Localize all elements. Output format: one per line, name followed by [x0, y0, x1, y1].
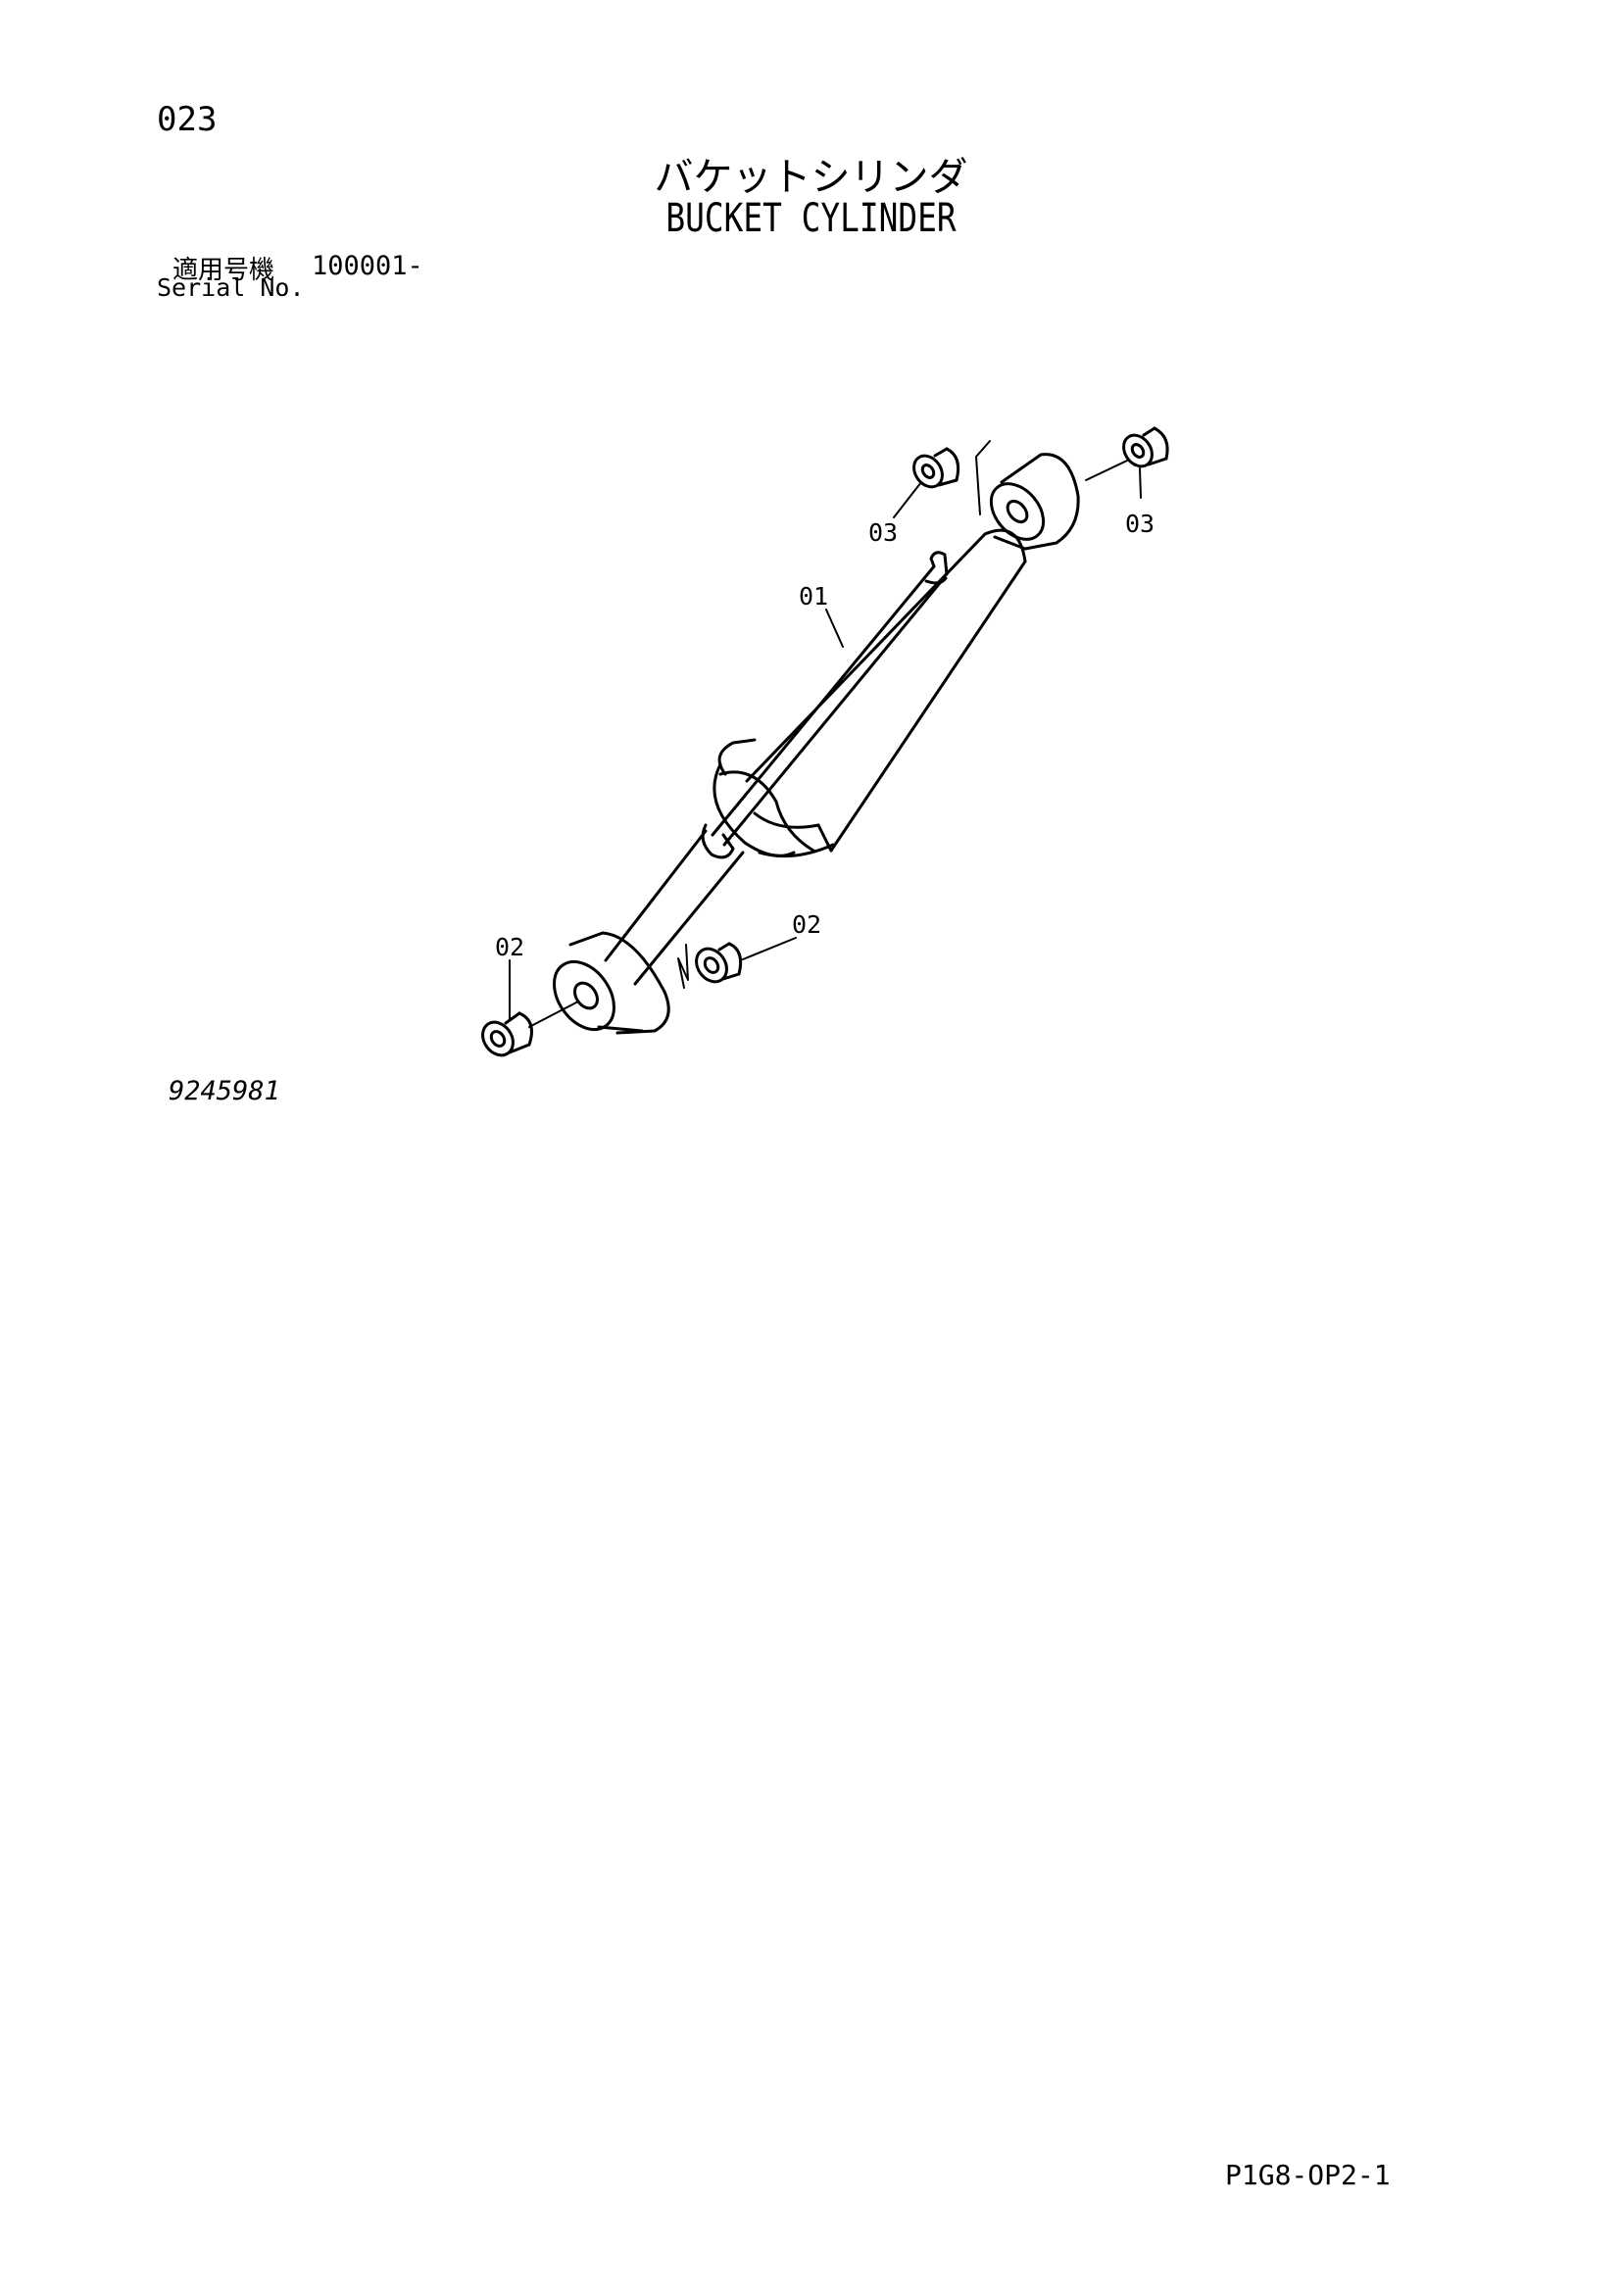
part-labels: 01 02 02 03 03: [495, 510, 1155, 961]
leader-lines: [509, 467, 1142, 1020]
assembly-axis-lines: [528, 440, 1128, 1028]
page-number: 023: [157, 100, 218, 139]
serial-label-english: Serial No.: [157, 273, 305, 302]
cylinder-tube: [745, 528, 1027, 853]
part-label-01: 01: [799, 582, 828, 611]
serial-range: 100001-: [312, 251, 423, 281]
serial-label-japanese: 適用号機: [172, 256, 275, 285]
rod-end-eye: [553, 931, 670, 1035]
piston-rod: [604, 829, 745, 986]
part-label-03-right: 03: [1125, 510, 1155, 538]
head-end-eye: [989, 453, 1080, 551]
part-label-03-left: 03: [868, 518, 898, 547]
sheet-code: P1G8-OP2-1: [1225, 2159, 1391, 2191]
part-label-02-right: 02: [792, 910, 821, 939]
bushing-03-right: [1122, 426, 1169, 468]
part-label-02-left: 02: [495, 933, 524, 961]
bushing-02-left: [481, 1011, 533, 1057]
hydraulic-pipe: [701, 551, 949, 859]
page-title-english: BUCKET CYLINDER: [665, 196, 957, 241]
page-title-japanese: バケットシリンダ: [654, 155, 968, 200]
bushing-02-right: [695, 942, 743, 984]
bushing-03-left: [912, 447, 960, 489]
drawing-number: 9245981: [169, 1076, 280, 1106]
rod-collar: [713, 738, 835, 858]
